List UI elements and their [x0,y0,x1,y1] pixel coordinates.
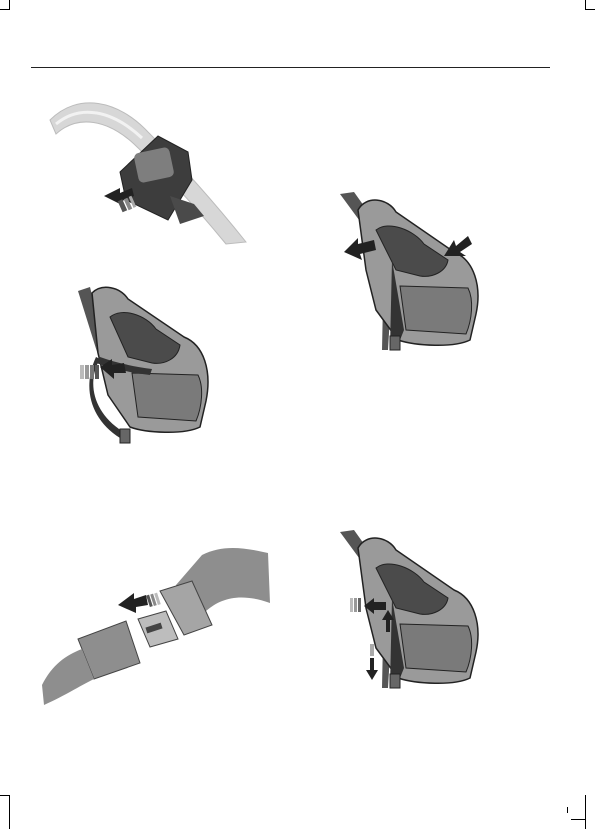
child-seat-tighten-icon [340,530,479,689]
seatbelt-sleeve-arrow-icon [49,102,247,245]
crop-mark-top-left-horizontal [0,9,10,10]
crop-mark-top-right-horizontal [585,9,595,10]
crop-mark-top-left-vertical [9,0,10,10]
header-rule [31,67,550,68]
crop-mark-bottom-right-vertical [585,795,586,829]
crop-mark-bottom-right-horizontal [571,819,585,820]
crop-mark-bottom-left-horizontal [0,795,10,796]
buckle-tongue-icon [42,548,270,705]
child-seat-push-icon [340,192,479,351]
crop-mark-bottom-left-vertical [9,795,10,829]
child-seat-belt-route-icon [78,286,209,444]
crop-mark-top-right-vertical [585,0,586,10]
page-end-marker [567,807,568,813]
